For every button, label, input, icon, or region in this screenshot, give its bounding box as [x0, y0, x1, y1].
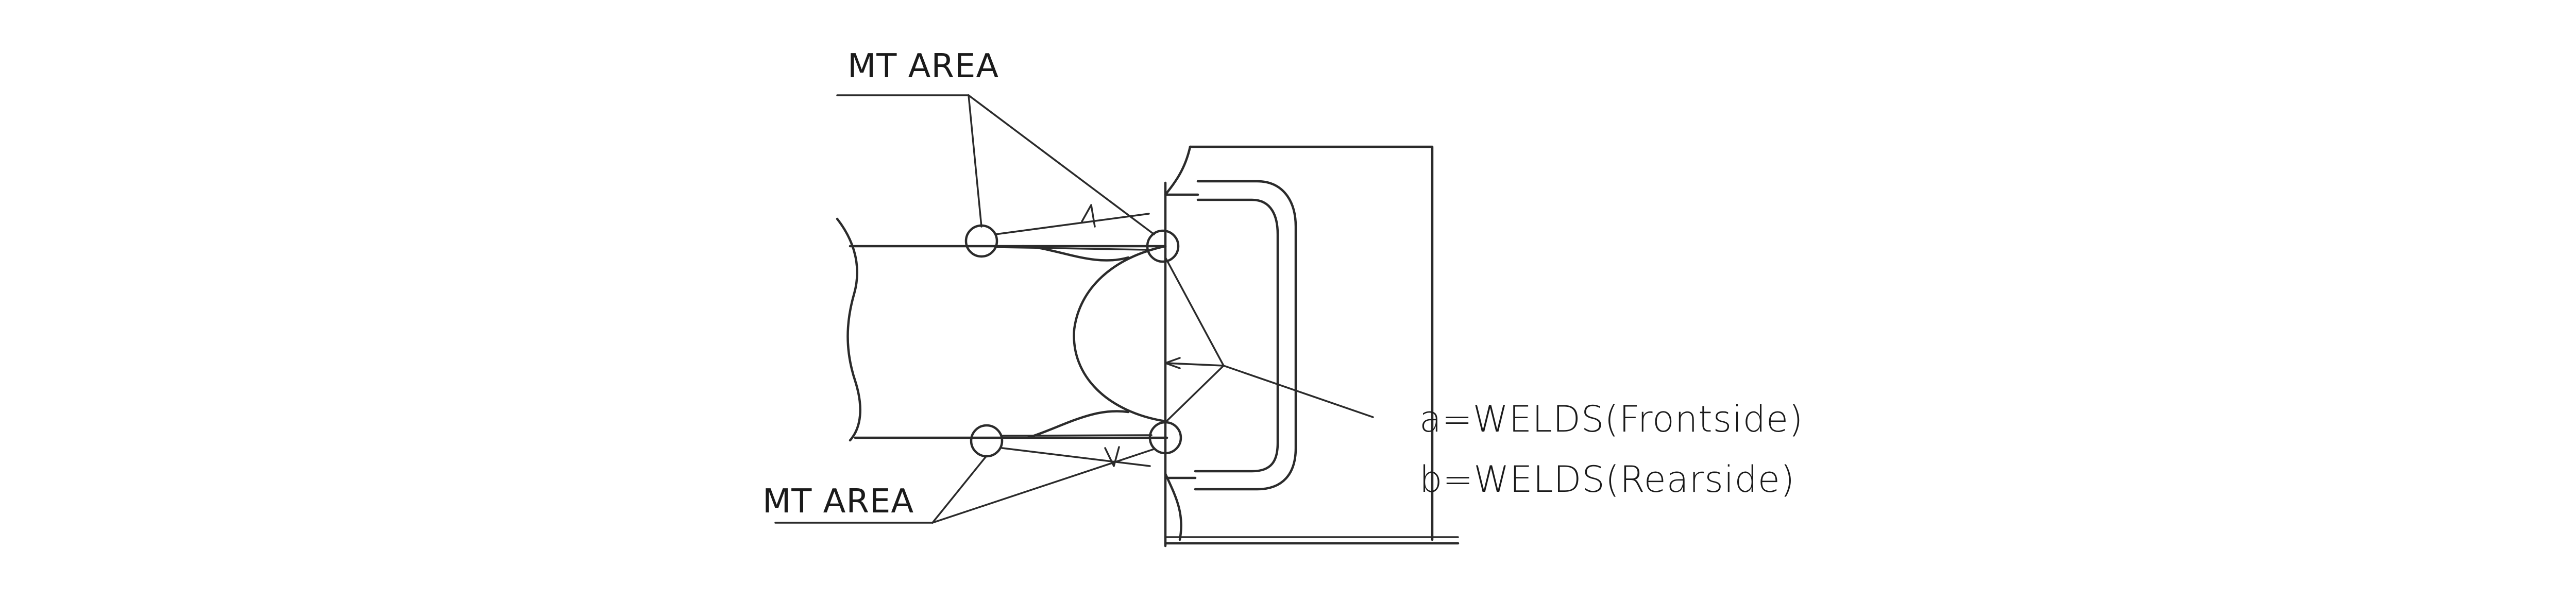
leader-welds-to-bottom — [1164, 365, 1225, 423]
weld-line-bottom-upper — [1001, 434, 1153, 437]
cope-fillet-bottom — [1026, 410, 1130, 439]
label-welds-rearside: b=WELDS(Rearside) — [1419, 458, 1795, 501]
mt-circle-top-left — [964, 224, 998, 258]
weld-line-top-lower — [996, 246, 1149, 251]
leader-welds-to-top — [1164, 256, 1225, 367]
plate-bottom-bend — [1164, 472, 1182, 541]
stiffener-inner — [1194, 198, 1279, 473]
weld-lines-bottom — [1001, 434, 1153, 467]
mt-circle-top-right — [1146, 229, 1180, 263]
weld-tick-bottom — [1104, 446, 1120, 467]
beam-break-line — [836, 217, 861, 442]
leader-welds-to-face — [1164, 362, 1225, 367]
leader-bottom-to-right-circle — [931, 448, 1155, 524]
stiffener-outer — [1194, 180, 1297, 491]
mt-circle-bottom-left — [970, 424, 1004, 458]
leader-welds-line — [1223, 365, 1374, 418]
leader-mt-area-bottom — [774, 448, 1155, 524]
bracket-plate — [1164, 145, 1460, 547]
leader-welds — [1164, 256, 1374, 423]
plate-top-bend — [1164, 145, 1192, 196]
leader-welds-arrowhead — [1164, 357, 1181, 369]
label-welds-frontside: a=WELDS(Frontside) — [1419, 398, 1803, 440]
plate-outer-contour — [1189, 145, 1434, 541]
leader-top-to-left-circle — [968, 94, 982, 228]
weld-line-top-upper — [994, 213, 1150, 235]
weld-line-bottom-lower — [1001, 447, 1151, 467]
cope-hole — [1073, 245, 1167, 423]
weld-lines-top — [994, 204, 1150, 251]
label-mt-area-top: MT AREA — [848, 47, 999, 85]
beam-member — [836, 217, 1168, 442]
weld-tick-top — [1081, 204, 1096, 228]
leader-top-to-right-circle — [968, 94, 1155, 235]
leader-mt-area-top — [836, 94, 1155, 235]
leader-bottom-to-left-circle — [931, 455, 988, 524]
label-mt-area-bottom: MT AREA — [762, 483, 914, 521]
